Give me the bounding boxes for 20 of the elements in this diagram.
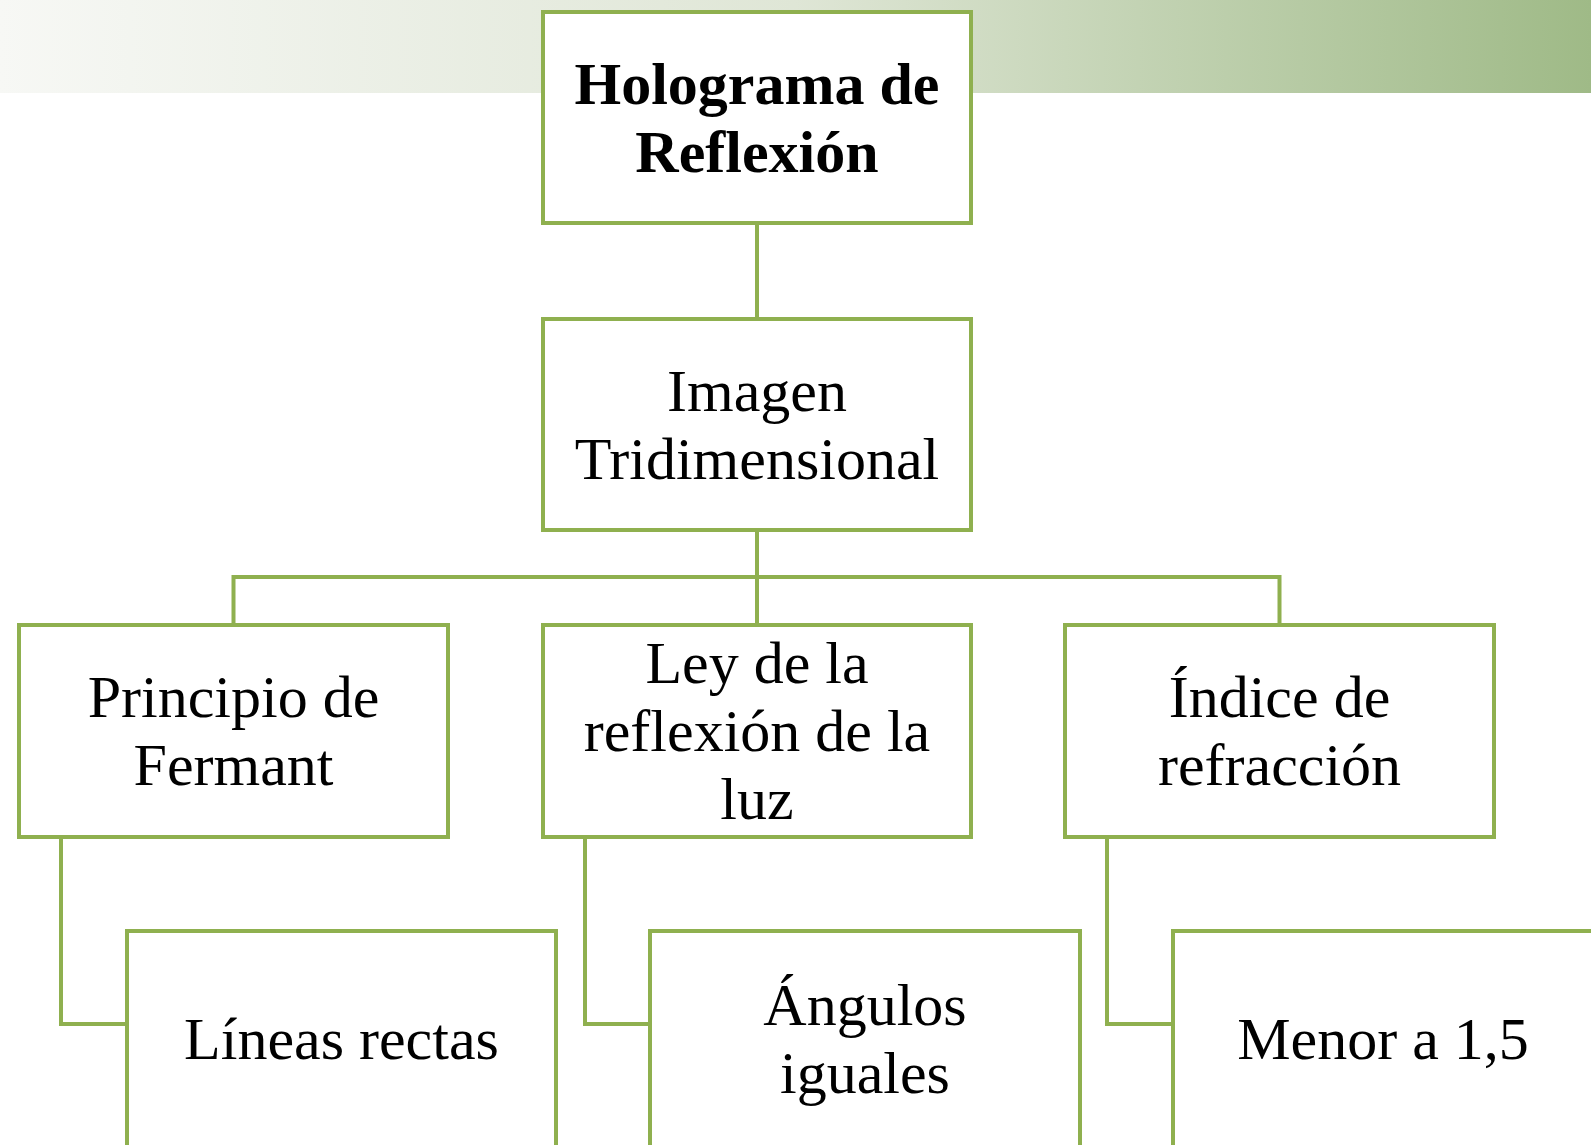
concept-box [648, 929, 1082, 1145]
node-text: Ley de la reflexión de la luz [582, 629, 932, 833]
node-text: Menor a 1,5 [1237, 1005, 1529, 1073]
concept-box [541, 317, 973, 532]
node-text: Ángulos iguales [762, 971, 968, 1107]
title-text: Holograma de Reflexión [573, 49, 941, 186]
connector-line [1105, 839, 1171, 1026]
concept-box [17, 623, 450, 839]
concept-box [125, 929, 558, 1145]
connector-line [583, 839, 648, 1026]
concept-box [541, 10, 973, 225]
concept-box [1171, 929, 1591, 1145]
node-text: Líneas rectas [184, 1005, 499, 1073]
node-text: Imagen Tridimensional [573, 356, 941, 493]
node-text: Principio de Fermant [86, 663, 381, 799]
connector-line [59, 839, 125, 1026]
concept-box [541, 623, 973, 839]
node-text: Índice de refracción [1156, 663, 1403, 799]
connector-line [755, 225, 759, 317]
concept-box [1063, 623, 1496, 839]
